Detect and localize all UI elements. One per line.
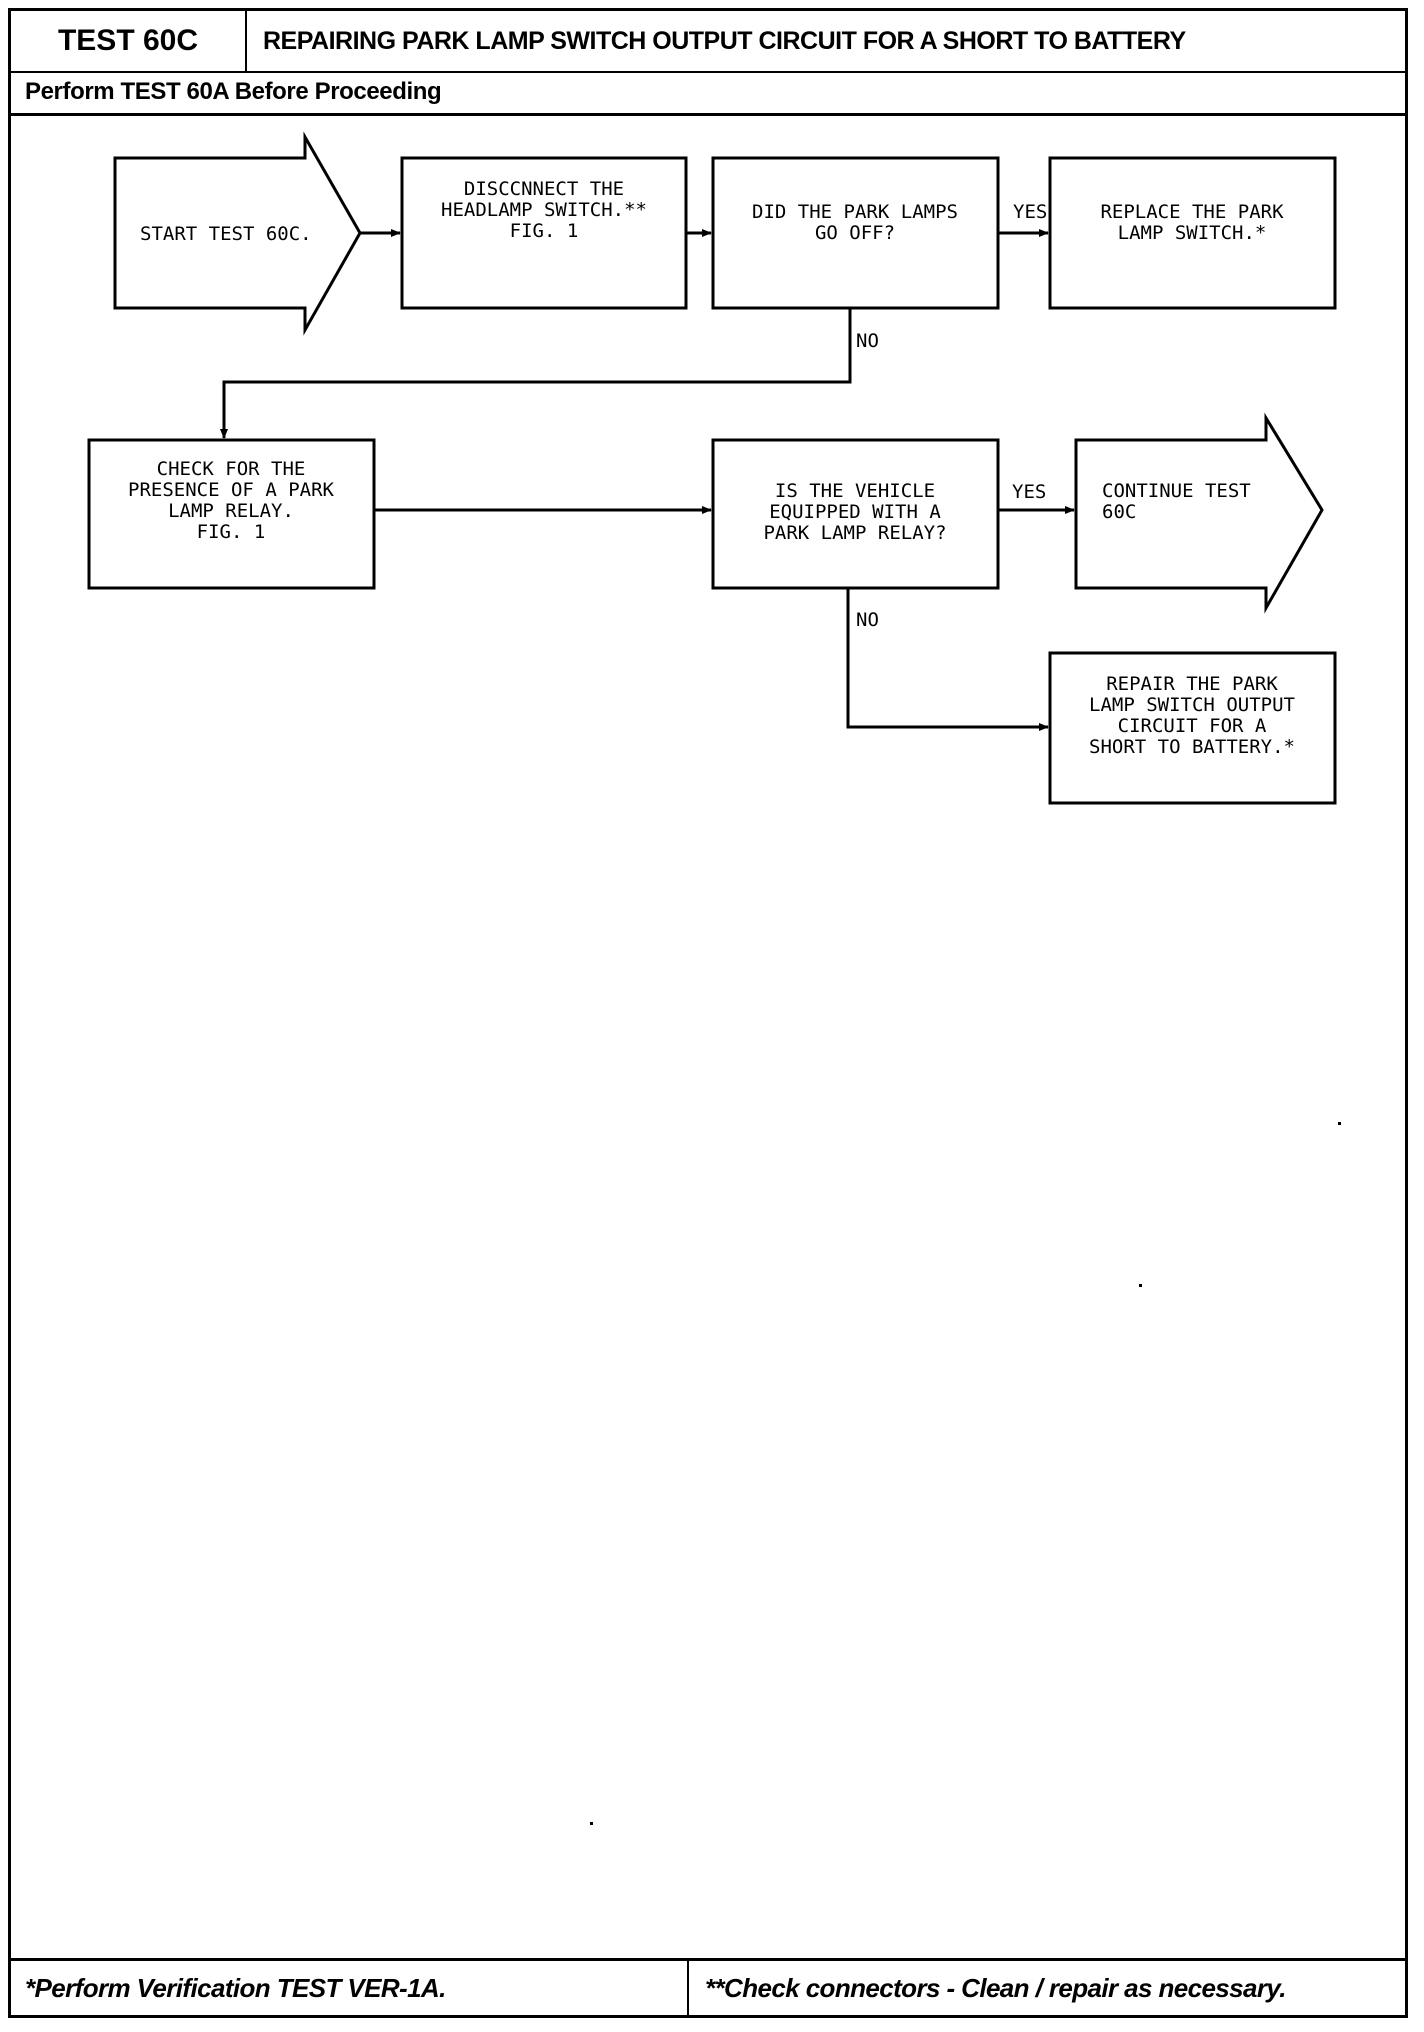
node-text-line: 60C xyxy=(1102,501,1136,523)
node-text-line: CHECK FOR THE xyxy=(157,458,306,480)
prerequisite-bar: Perform TEST 60A Before Proceeding xyxy=(11,71,1405,116)
scan-speck xyxy=(590,1822,593,1825)
node-text-line: FIG. 1 xyxy=(197,521,266,543)
scan-speck xyxy=(1139,1284,1142,1287)
node-text-line: IS THE VEHICLE xyxy=(775,480,935,502)
footer-note-verification: *Perform Verification TEST VER-1A. xyxy=(11,1961,689,2015)
node-text-line: LAMP RELAY. xyxy=(168,500,294,522)
node-text-line: FIG. 1 xyxy=(510,220,579,242)
label-yes-2: YES xyxy=(1012,481,1046,503)
node-text-line: DID THE PARK LAMPS xyxy=(752,201,958,223)
node-text-line: EQUIPPED WITH A xyxy=(769,501,941,523)
node-text-line: REPLACE THE PARK xyxy=(1100,201,1284,223)
footer-note-connectors: **Check connectors - Clean / repair as n… xyxy=(705,1972,1287,2003)
header-bar: TEST 60C REPAIRING PARK LAMP SWITCH OUTP… xyxy=(11,11,1405,73)
node-text-line: START TEST 60C. xyxy=(140,223,312,245)
label-no-1: NO xyxy=(856,330,879,352)
node-text-line: PARK LAMP RELAY? xyxy=(763,522,946,544)
node-text-line: HEADLAMP SWITCH.** xyxy=(441,199,647,221)
node-text-line: LAMP SWITCH.* xyxy=(1118,222,1267,244)
label-yes-1: YES xyxy=(1013,201,1047,223)
node-text-line: LAMP SWITCH OUTPUT xyxy=(1089,694,1295,716)
node-text-line: SHORT TO BATTERY.* xyxy=(1089,736,1295,758)
node-text-line: REPAIR THE PARK xyxy=(1106,673,1278,695)
connector-decision1-no xyxy=(220,308,852,439)
procedure-sheet: TEST 60C REPAIRING PARK LAMP SWITCH OUTP… xyxy=(8,8,1408,2018)
label-no-2: NO xyxy=(856,609,879,631)
node-text-line: GO OFF? xyxy=(815,222,895,244)
test-title: REPAIRING PARK LAMP SWITCH OUTPUT CIRCUI… xyxy=(263,26,1186,55)
footer-bar: *Perform Verification TEST VER-1A. **Che… xyxy=(11,1958,1405,2015)
node-text-line: DISCCNNECT THE xyxy=(464,178,624,200)
test-id: TEST 60C xyxy=(11,11,247,71)
start-node-text: START TEST 60C. xyxy=(140,223,312,245)
scan-speck xyxy=(1338,1122,1341,1125)
node-text-line: CIRCUIT FOR A xyxy=(1118,715,1267,737)
connector-decision2-no xyxy=(846,588,1049,731)
start-node: START TEST 60C. xyxy=(113,131,362,336)
node-text-line: CONTINUE TEST xyxy=(1102,480,1251,502)
node-text-line: PRESENCE OF A PARK xyxy=(128,479,334,501)
prerequisite-note: Perform TEST 60A Before Proceeding xyxy=(25,78,442,105)
